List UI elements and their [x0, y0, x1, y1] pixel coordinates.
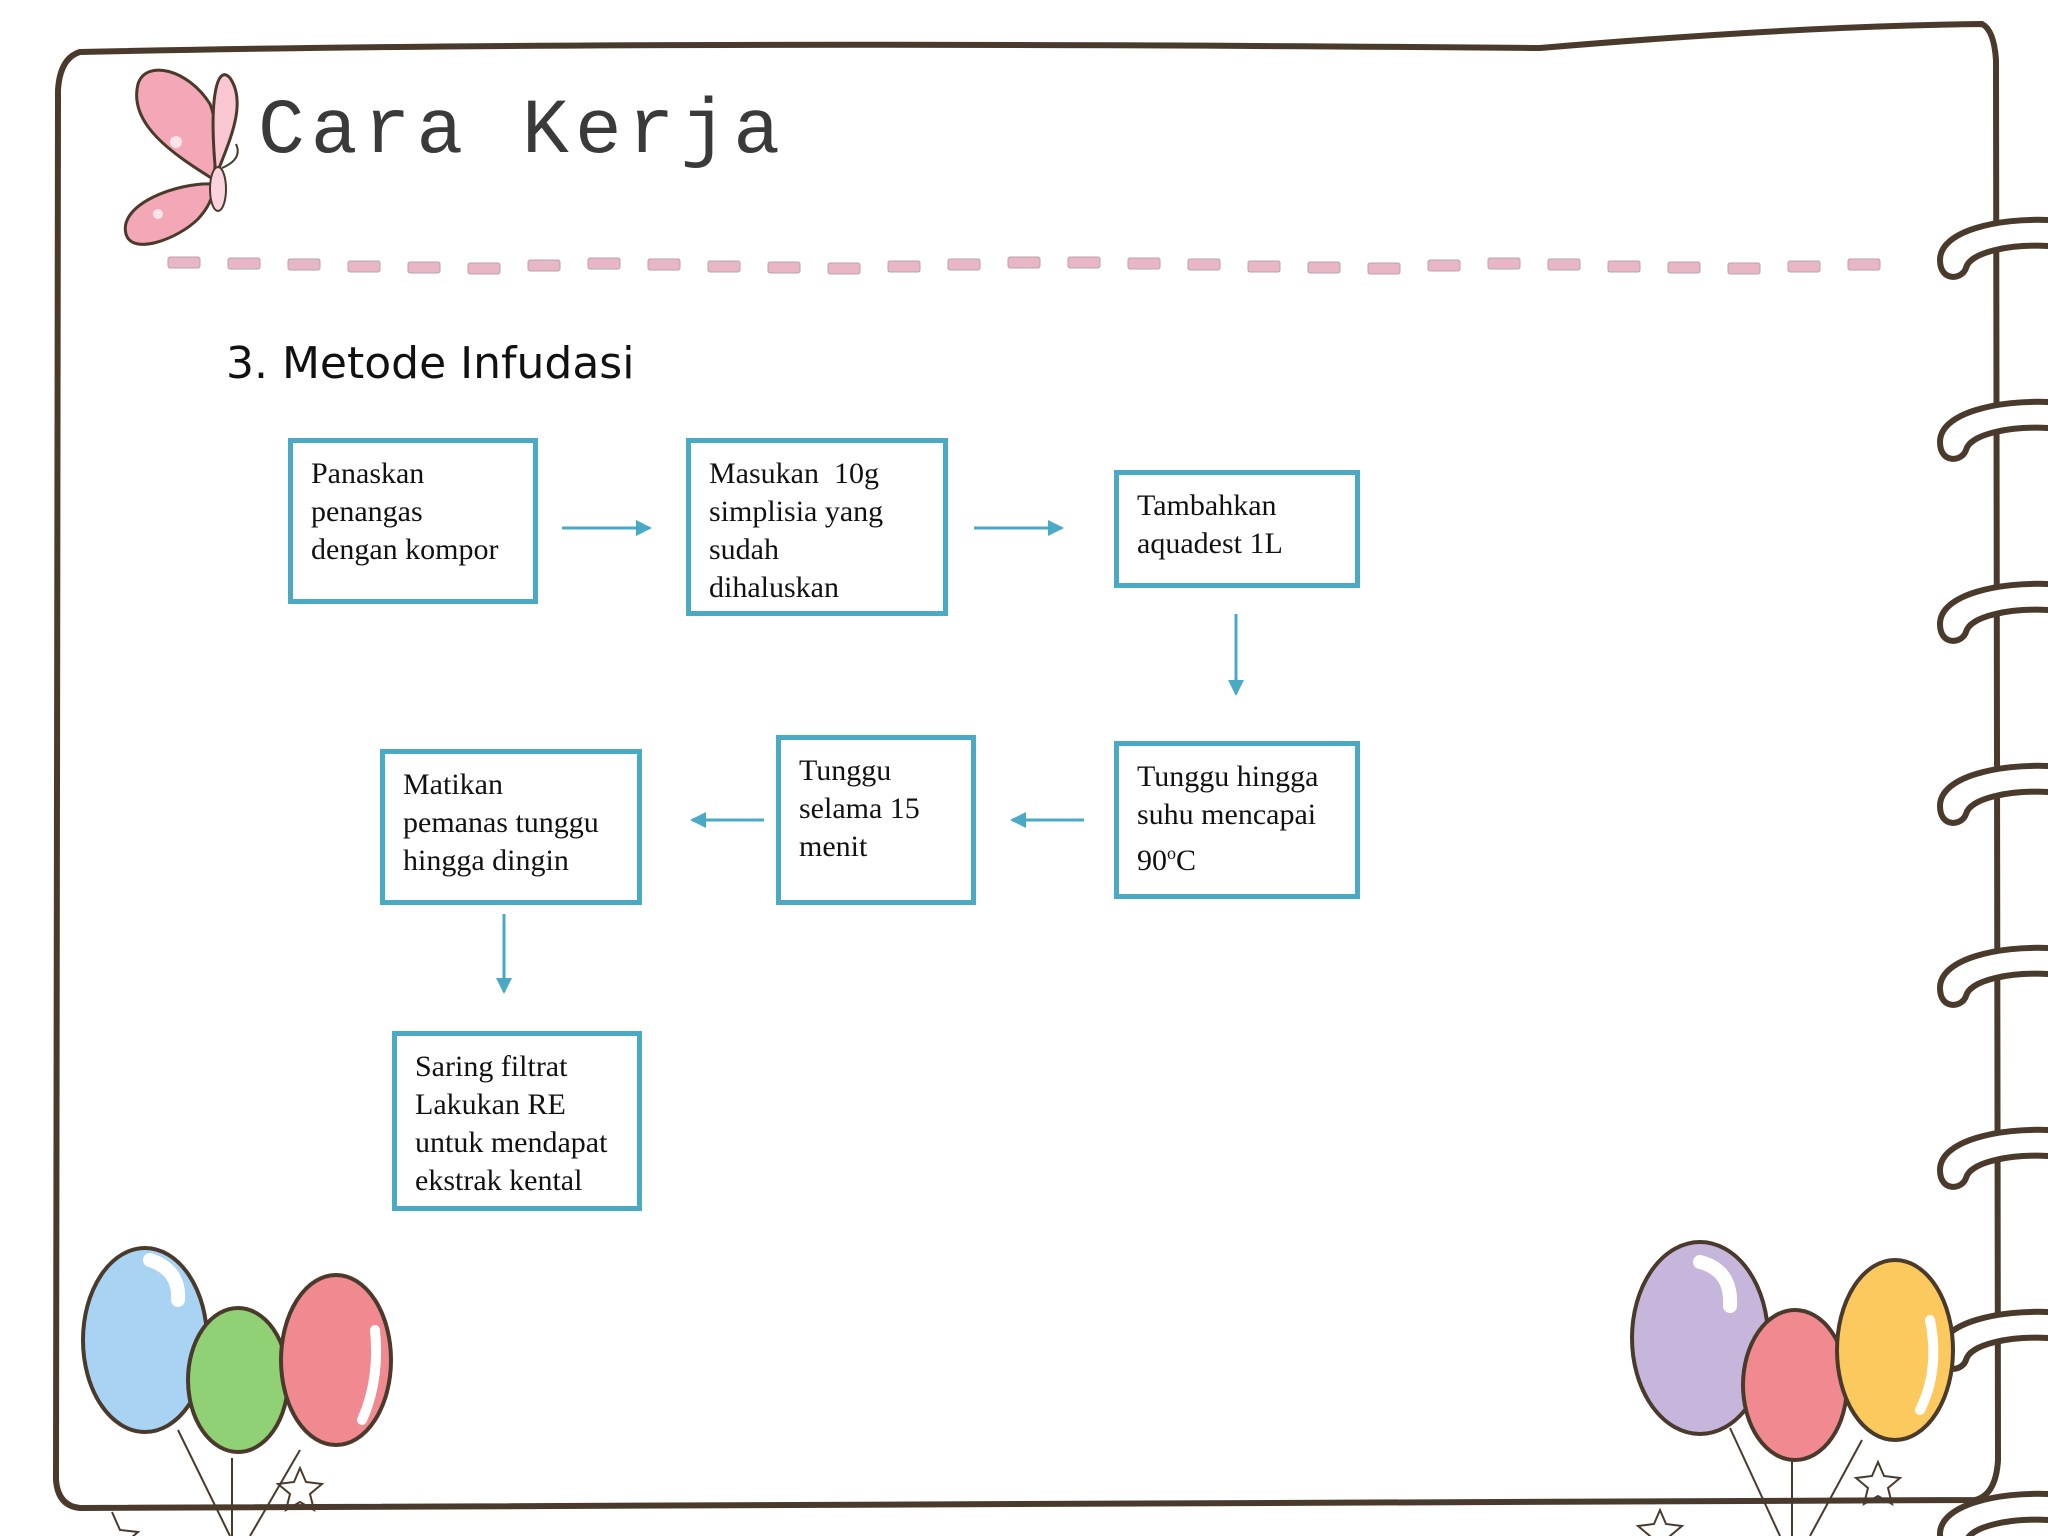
divider-dash — [407, 261, 441, 274]
divider-dash — [1247, 260, 1281, 273]
divider-dash — [1547, 258, 1581, 271]
spiral-ring-icon — [1936, 762, 2048, 826]
divider-dash — [1067, 256, 1101, 269]
step-text: hingga dingin — [403, 844, 569, 877]
flow-step-2: Masukan 10g simplisia yang sudah dihalus… — [686, 438, 948, 616]
divider-dash — [287, 258, 321, 271]
balloons-left — [81, 1246, 393, 1536]
flow-step-5: Tunggu selama 15 menit — [776, 735, 976, 905]
flow-step-4: Tunggu hingga suhu mencapai 90oC — [1114, 741, 1360, 899]
dashed-divider — [167, 256, 1881, 275]
spiral-ring-icon — [1936, 1126, 2048, 1190]
spiral-ring-icon — [1936, 216, 2048, 280]
divider-dash — [587, 257, 621, 270]
divider-dash — [887, 260, 921, 273]
divider-dash — [1127, 257, 1161, 270]
spiral-ring-icon — [1936, 398, 2048, 462]
divider-dash — [1307, 261, 1341, 274]
step-text: pemanas tunggu — [403, 806, 599, 839]
divider-dash — [527, 259, 561, 272]
divider-dash — [1727, 262, 1761, 275]
step-text: selama 15 — [799, 792, 920, 825]
slide-title: Cara Kerja — [258, 88, 787, 176]
spiral-rings — [1936, 216, 2048, 1536]
flow-step-6: Matikan pemanas tunggu hingga dingin — [380, 749, 642, 905]
divider-dash — [1847, 258, 1881, 271]
flow-step-3: Tambahkan aquadest 1L — [1114, 470, 1360, 588]
spiral-ring-icon — [1936, 580, 2048, 644]
step-text: Lakukan RE — [415, 1088, 566, 1121]
step-text: Masukan 10g — [709, 457, 879, 490]
step-text: ekstrak kental — [415, 1164, 583, 1197]
spiral-ring-icon — [1936, 944, 2048, 1008]
divider-dash — [827, 262, 861, 275]
star-icon — [1635, 1507, 1685, 1536]
section-heading: 3. Metode Infudasi — [226, 338, 635, 389]
divider-dash — [1427, 259, 1461, 272]
balloon-icon — [186, 1306, 290, 1454]
step-text: dihaluskan — [709, 571, 839, 604]
divider-dash — [1487, 257, 1521, 270]
divider-dash — [707, 260, 741, 273]
step-text: suhu mencapai — [1137, 798, 1317, 831]
divider-dash — [647, 258, 681, 271]
temperature-value: 90oC — [1137, 843, 1197, 877]
step-text: Saring filtrat — [415, 1050, 568, 1083]
step-text: aquadest 1L — [1137, 527, 1283, 560]
step-text: Tambahkan — [1137, 489, 1277, 522]
divider-dash — [1667, 261, 1701, 274]
divider-dash — [947, 258, 981, 271]
step-text: simplisia yang — [709, 495, 884, 528]
flow-step-7: Saring filtrat Lakukan RE untuk mendapat… — [392, 1031, 642, 1211]
star-icon — [1853, 1459, 1903, 1507]
step-text: Panaskan — [311, 457, 425, 490]
divider-dash — [767, 261, 801, 274]
divider-dash — [1007, 256, 1041, 269]
divider-dash — [227, 257, 261, 270]
balloon-icon — [1741, 1308, 1849, 1462]
step-text: menit — [799, 830, 868, 863]
step-text: dengan kompor — [311, 533, 499, 566]
divider-dash — [1367, 262, 1401, 275]
divider-dash — [347, 260, 381, 273]
step-text: Matikan — [403, 768, 503, 801]
step-text: sudah — [709, 533, 779, 566]
star-icon — [275, 1465, 325, 1513]
divider-dash — [1607, 260, 1641, 273]
star-icon — [111, 1511, 141, 1536]
step-text: untuk mendapat — [415, 1126, 608, 1159]
step-text: Tunggu — [799, 754, 892, 787]
divider-dash — [467, 262, 501, 275]
divider-dash — [1787, 260, 1821, 273]
divider-dash — [167, 256, 201, 269]
flow-step-1: Panaskan penangas dengan kompor — [288, 438, 538, 604]
balloons-right — [1630, 1240, 1955, 1536]
step-text: penangas — [311, 495, 423, 528]
spiral-ring-icon — [1936, 1490, 2048, 1536]
balloon-icon — [81, 1246, 209, 1434]
step-text: Tunggu hingga — [1137, 760, 1319, 793]
butterfly-icon — [123, 68, 239, 246]
divider-dash — [1187, 258, 1221, 271]
